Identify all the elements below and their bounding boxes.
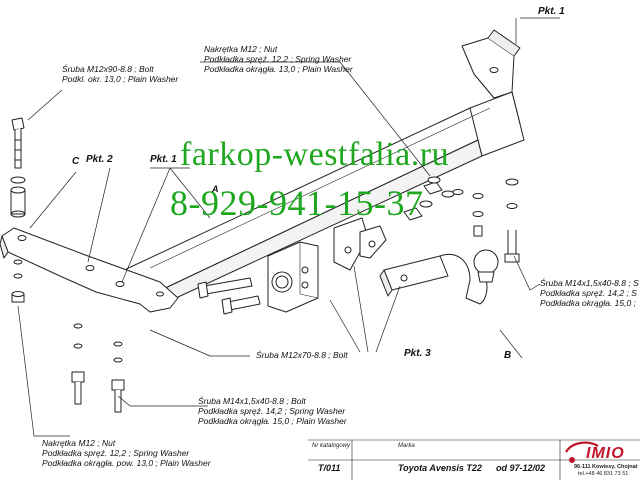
bolt-m12x90 <box>10 117 26 218</box>
lower-bolts <box>71 323 125 413</box>
label-nut-top: Nakrętka M12 ; Nut Podkładka spręż. 12,2… <box>204 44 353 74</box>
brand-caption: Marka <box>398 443 415 449</box>
callout-pkt-3: Pkt. 3 <box>404 348 431 359</box>
title-block-frame <box>308 439 640 480</box>
label-line: Podkładka okrągła. 15,0 ; <box>540 298 636 308</box>
vehicle-model: Toyota Avensis T22 <box>398 463 482 473</box>
watermark-site: farkop-westfalia.ru <box>180 136 450 173</box>
callout-pkt-1-left: Pkt. 1 <box>150 154 177 165</box>
callout-c: C <box>72 156 80 167</box>
nut-cluster-top <box>403 176 455 221</box>
label-line: Podkl. okr. 13,0 ; Plain Washer <box>62 74 179 84</box>
left-mounting-plate <box>0 227 179 313</box>
watermark-phone: 8-929-941-15-37 <box>170 183 424 223</box>
callout-pkt-1: Pkt. 1 <box>538 6 565 17</box>
label-line: Śruba M12x90-8.8 ; Bolt <box>62 64 154 74</box>
left-lower-hardware <box>11 259 25 303</box>
middle-bolts <box>197 277 261 315</box>
logo-mark <box>565 441 599 463</box>
callout-pkt-2: Pkt. 2 <box>86 154 113 165</box>
label-line: Podkładka spręż. 14,2 ; Spring Washer <box>198 406 346 416</box>
label-line: Podkładka spręż. 12,2 ; Spring Washer <box>204 54 352 64</box>
label-bolt-low: Śruba M14x1,5x40-8.8 ; Bolt Podkładka sp… <box>198 396 347 426</box>
label-line: Podkładka okrągła. 15,0 ; Plain Washer <box>198 416 347 426</box>
right-mounting-bracket <box>461 29 521 99</box>
logo-address: 96-111 Kowiesy, Chojnat <box>574 464 638 470</box>
label-line: Śruba M12x70-8.8 ; Bolt <box>256 350 348 360</box>
label-nut-low: Nakrętka M12 ; Nut Podkładka spręż. 12,2… <box>42 438 211 468</box>
crossbeam <box>119 91 525 311</box>
logo-text: IMIO <box>586 445 625 462</box>
model-years: od 97-12/02 <box>496 463 546 473</box>
label-line: Podkładka spręż. 12,2 ; Spring Washer <box>42 448 190 458</box>
ball-bracket-plates <box>333 217 387 271</box>
leader-lines <box>17 17 560 437</box>
towball-arm <box>379 249 499 305</box>
catalog-number: T/011 <box>318 463 341 473</box>
callout-b: B <box>504 350 512 361</box>
label-line: Nakrętka M12 ; Nut <box>204 44 278 54</box>
label-line: Podkładka okrągła. pow. 13,0 ; Plain Was… <box>42 458 211 468</box>
label-bolt-top: Śruba M12x90-8.8 ; Bolt Podkl. okr. 13,0… <box>62 64 178 84</box>
catalog-caption: Nr katalogowy <box>312 443 351 449</box>
logo-phone: tel.+48 46 831 73 51 <box>578 471 629 477</box>
socket-plate <box>267 241 319 313</box>
label-line: Śruba M14x1,5x40-8.8 ; Bolt <box>198 396 306 406</box>
callout-a: A <box>212 184 219 194</box>
label-line: Podkładka spręż. 14,2 ; S <box>540 288 637 298</box>
label-line: Nakrętka M12 ; Nut <box>42 438 116 448</box>
label-line: Śruba M14x1,5x40-8.8 ; S <box>540 278 639 288</box>
label-bolt-right: Śruba M14x1,5x40-8.8 ; S Podkładka spręż… <box>540 278 639 308</box>
label-line: Podkładka okrągła. 13,0 ; Plain Washer <box>204 64 353 74</box>
label-bolt-mid: Śruba M12x70-8.8 ; Bolt <box>256 350 348 360</box>
